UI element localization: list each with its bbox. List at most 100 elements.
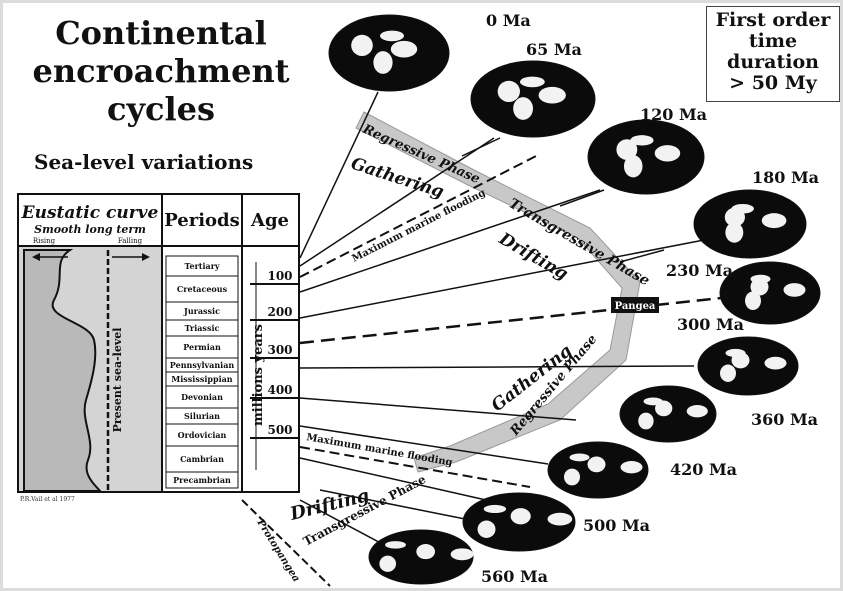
globe-landmass [725,348,746,358]
duration-line-2: time [748,30,798,52]
sea-level-table [17,193,300,493]
globe-landmass [731,203,754,214]
radiating-line [299,397,577,421]
period-label: Precambrian [173,475,231,485]
globe-landmass [450,548,474,561]
globe-age-label: 300 Ma [677,315,744,334]
globe-landmass [483,504,507,514]
period-label: Cambrian [180,454,224,464]
age-tick-label: 200 [267,305,292,319]
falling-label: Falling [118,237,143,245]
figure-subtitle: Sea-level variations [34,150,254,174]
period-label: Mississippian [171,374,232,384]
radiating-line [319,489,471,521]
phase-band [355,111,641,473]
title-line-2: encroachment [32,52,290,90]
radiating-line [299,457,487,501]
globe-landmass [510,508,531,525]
globe-landmass [764,356,787,370]
globe-landmass [390,40,418,58]
globe-age-label: 500 Ma [583,516,650,535]
radiating-line [299,499,391,549]
globe-landmass [783,283,806,297]
globe-landmass [519,76,545,88]
globe [693,189,807,259]
globe [470,60,596,138]
globe-landmass [513,97,534,120]
globe-landmass [643,397,663,406]
duration-line-4: > 50 My [729,72,817,94]
globe-landmass [630,135,654,146]
globe-landmass [725,222,744,243]
globe [587,119,705,195]
period-label: Pennsylvanian [170,360,235,370]
period-label: Devonian [181,392,223,402]
period-label: Silurian [184,411,220,421]
globe-landmass [538,86,566,104]
age-tick-label: 100 [267,269,292,283]
pangea-box [611,297,659,313]
globe-age-label: 0 Ma [486,11,531,30]
eustatic-curve [23,249,103,492]
radiating-line [299,91,379,259]
age-header: Age [250,210,289,231]
globe-landmass [623,155,643,178]
rising-label: Rising [33,237,56,245]
age-tick-label: 300 [267,343,292,357]
period-cells: TertiaryCretaceousJurassicTriassicPermia… [165,255,239,489]
globe-age-label: 560 Ma [481,567,548,586]
title-line-1: Continental [55,14,267,52]
globe-landmass [686,405,708,418]
globe-landmass [569,453,590,462]
globe-age-label: 180 Ma [752,168,819,187]
radiating-line [299,365,695,369]
radiating-line [461,137,501,157]
protopangea-line [241,499,331,587]
max-flooding-line-bottom [299,446,531,488]
radiating-line [299,239,705,319]
globe-landmass [416,544,436,560]
globe-landmass [654,145,681,162]
pangea-divider-line [299,294,741,345]
globe-landmass [655,400,673,417]
credit-text: P.R.Vail et al 1977 [20,496,75,503]
table-outer-border [17,193,300,493]
max-flooding-top: Maximum marine flooding [350,188,487,265]
period-label: Jurassic [183,306,220,316]
eustatic-header: Eustatic curve [21,203,159,223]
globe [697,336,799,396]
globe-landmass [616,139,638,160]
duration-line-1: First order [715,9,831,31]
title-line-3: cycles [106,90,216,128]
globe-landmass [720,364,736,382]
globe-landmass [380,30,404,42]
radiating-lines [299,91,705,549]
period-label: Ordovician [178,430,227,440]
globe-age-label: 420 Ma [670,460,737,479]
radiating-line [559,189,605,207]
periods-header: Periods [164,210,240,231]
globe-landmass [620,461,643,474]
globe-age-label: 120 Ma [640,105,707,124]
globe-age-label: 230 Ma [666,261,733,280]
globe [328,14,450,92]
figure-title: Continental encroachment cycles [20,14,302,128]
radiating-line [299,189,601,293]
pangea-label: Pangea [615,301,656,312]
period-cell [165,275,239,303]
age-tick-label: 500 [267,423,292,437]
duration-box: First order time duration > 50 My [706,6,840,102]
globe-age-label: 360 Ma [751,410,818,429]
radiating-line [299,425,549,465]
radiating-line [299,137,495,267]
globe-landmass [351,34,373,57]
period-label: Tertiary [184,261,219,271]
eustatic-subheader: Smooth long term [34,223,146,236]
globe-landmass [385,541,406,549]
globe-landmass [587,456,606,473]
age-axis-label: millions years [251,324,266,426]
